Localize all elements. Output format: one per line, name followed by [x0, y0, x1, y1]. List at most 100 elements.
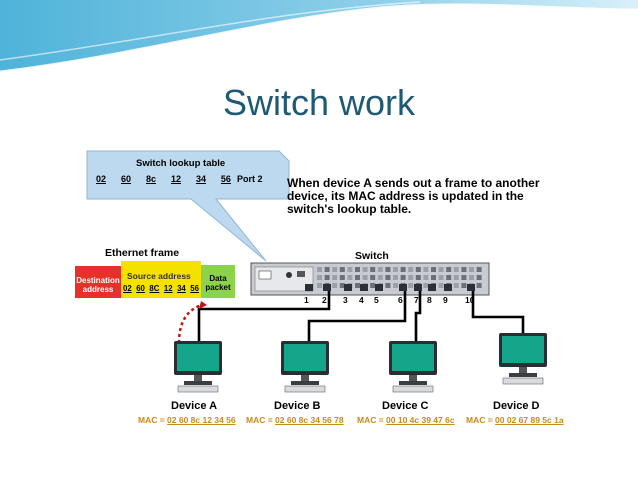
- switch-port-slot: [461, 275, 467, 280]
- monitor-icon: [281, 341, 329, 393]
- ethernet-frame-title: Ethernet frame: [105, 247, 180, 259]
- lookup-table-port: Port 2: [237, 174, 263, 184]
- switch-port: [305, 284, 313, 291]
- switch-port-slot: [453, 275, 459, 280]
- cable: [471, 291, 525, 335]
- switch-port: [414, 284, 422, 291]
- cable: [414, 291, 422, 343]
- switch-port-slot: [423, 267, 429, 272]
- lookup-table-callout: [86, 150, 290, 262]
- switch-port-slot: [324, 275, 330, 280]
- mac-prefix: MAC =: [357, 415, 387, 425]
- source-address-bytes: 02 60 8C 12 34 56: [123, 284, 199, 293]
- switch-port-slot: [469, 275, 474, 280]
- switch-port: [444, 284, 452, 291]
- diagram-caption: When device A sends out a frame to anoth…: [287, 177, 540, 216]
- source-address-title: Source address: [127, 271, 191, 281]
- switch-port: [323, 284, 331, 291]
- switch-port-grid: [305, 267, 482, 291]
- switch-port-slot: [461, 283, 467, 288]
- port-number: 2: [322, 295, 327, 305]
- port-number: 6: [398, 295, 403, 305]
- data-packet-label: Data packet: [201, 274, 235, 292]
- switch-port: [344, 284, 352, 291]
- switch-port-slot: [393, 267, 398, 272]
- switch-port-slot: [317, 267, 322, 272]
- port-number: 10: [465, 295, 475, 305]
- switch-port-slot: [385, 283, 391, 288]
- monitor-icon: [389, 341, 437, 393]
- mac-prefix: MAC =: [466, 415, 496, 425]
- switch-port-slot: [431, 267, 436, 272]
- switch-port-slot: [370, 275, 376, 280]
- lookup-table-mac: 02 60 8c 12 34 56: [96, 174, 231, 184]
- switch-port-slot: [469, 267, 474, 272]
- switch-port: [428, 284, 436, 291]
- data-label-line: Data: [209, 274, 227, 283]
- mac-value: 02 60 8c 12 34 56: [167, 415, 236, 425]
- switch-port-slot: [393, 275, 398, 280]
- switch-port-slot: [461, 267, 467, 272]
- switch-port-slot: [438, 283, 444, 288]
- monitor-icon: [499, 333, 547, 385]
- port-number: 7: [414, 295, 419, 305]
- diagram-canvas: [75, 150, 547, 393]
- data-packet-box: [201, 265, 235, 298]
- destination-label-line: Destination: [76, 276, 120, 285]
- port-number: 9: [443, 295, 448, 305]
- device-d-mac: MAC = 00 02 67 89 5c 1a: [466, 415, 564, 425]
- switch-port-slot: [423, 283, 429, 288]
- mac-value: 00 02 67 89 5c 1a: [495, 415, 564, 425]
- switch-label: Switch: [355, 250, 389, 262]
- cable: [197, 291, 331, 343]
- switch-port-slot: [453, 283, 459, 288]
- switch-port-slot: [408, 275, 414, 280]
- source-mac-byte: 02: [123, 284, 132, 293]
- switch-port-slot: [423, 275, 429, 280]
- lookup-table-title: Switch lookup table: [136, 158, 226, 169]
- caption-line: When device A sends out a frame to anoth…: [287, 176, 540, 190]
- switch-port-slot: [370, 283, 376, 288]
- switch-port-slot: [347, 267, 353, 272]
- data-label-line: packet: [205, 283, 231, 292]
- switch-port-slot: [332, 283, 338, 288]
- switch-port-slot: [332, 275, 338, 280]
- header-wave-decoration: [0, 0, 638, 74]
- switch-port-slot: [324, 267, 330, 272]
- cable: [307, 291, 407, 343]
- port-number: 1: [304, 295, 309, 305]
- switch-port-slot: [339, 275, 345, 280]
- lookup-mac-byte: 34: [195, 174, 206, 184]
- frame-origin-arrow: [177, 303, 202, 344]
- port-number: 3: [343, 295, 348, 305]
- lookup-mac-byte: 60: [120, 174, 131, 184]
- switch-port: [375, 284, 383, 291]
- source-address-box: [121, 261, 201, 298]
- switch-port-slot: [393, 283, 398, 288]
- switch-port-slot: [385, 275, 391, 280]
- caption-line: device, its MAC address is updated in th…: [287, 189, 524, 203]
- switch-port-slot: [446, 275, 452, 280]
- lookup-mac-byte: 02: [96, 174, 107, 184]
- destination-address-box: [75, 266, 121, 298]
- switch-port: [399, 284, 407, 291]
- switch-port-slot: [362, 267, 368, 272]
- switch-port-slot: [377, 275, 383, 280]
- switch-port: [467, 284, 475, 291]
- port-number: 8: [427, 295, 432, 305]
- device-a-mac: MAC = 02 60 8c 12 34 56: [138, 415, 236, 425]
- lookup-mac-byte: 12: [170, 174, 181, 184]
- switch-port-slot: [408, 283, 414, 288]
- mac-value: 02 60 8c 34 56 78: [275, 415, 344, 425]
- switch-port-slot: [317, 275, 322, 280]
- switch-port-slot: [438, 275, 444, 280]
- switch-port-slot: [446, 267, 452, 272]
- switch-port-slot: [347, 275, 353, 280]
- switch-port-slot: [385, 267, 391, 272]
- port-number: 4: [359, 295, 364, 305]
- destination-label-line: address: [82, 285, 114, 294]
- switch-port-slot: [476, 283, 482, 288]
- mac-prefix: MAC =: [138, 415, 168, 425]
- device-c-mac: MAC = 00 10 4c 39 47 6c: [357, 415, 455, 425]
- switch-diagram: Switch lookup table 02 60 8c 12 34 56 Po…: [61, 143, 579, 430]
